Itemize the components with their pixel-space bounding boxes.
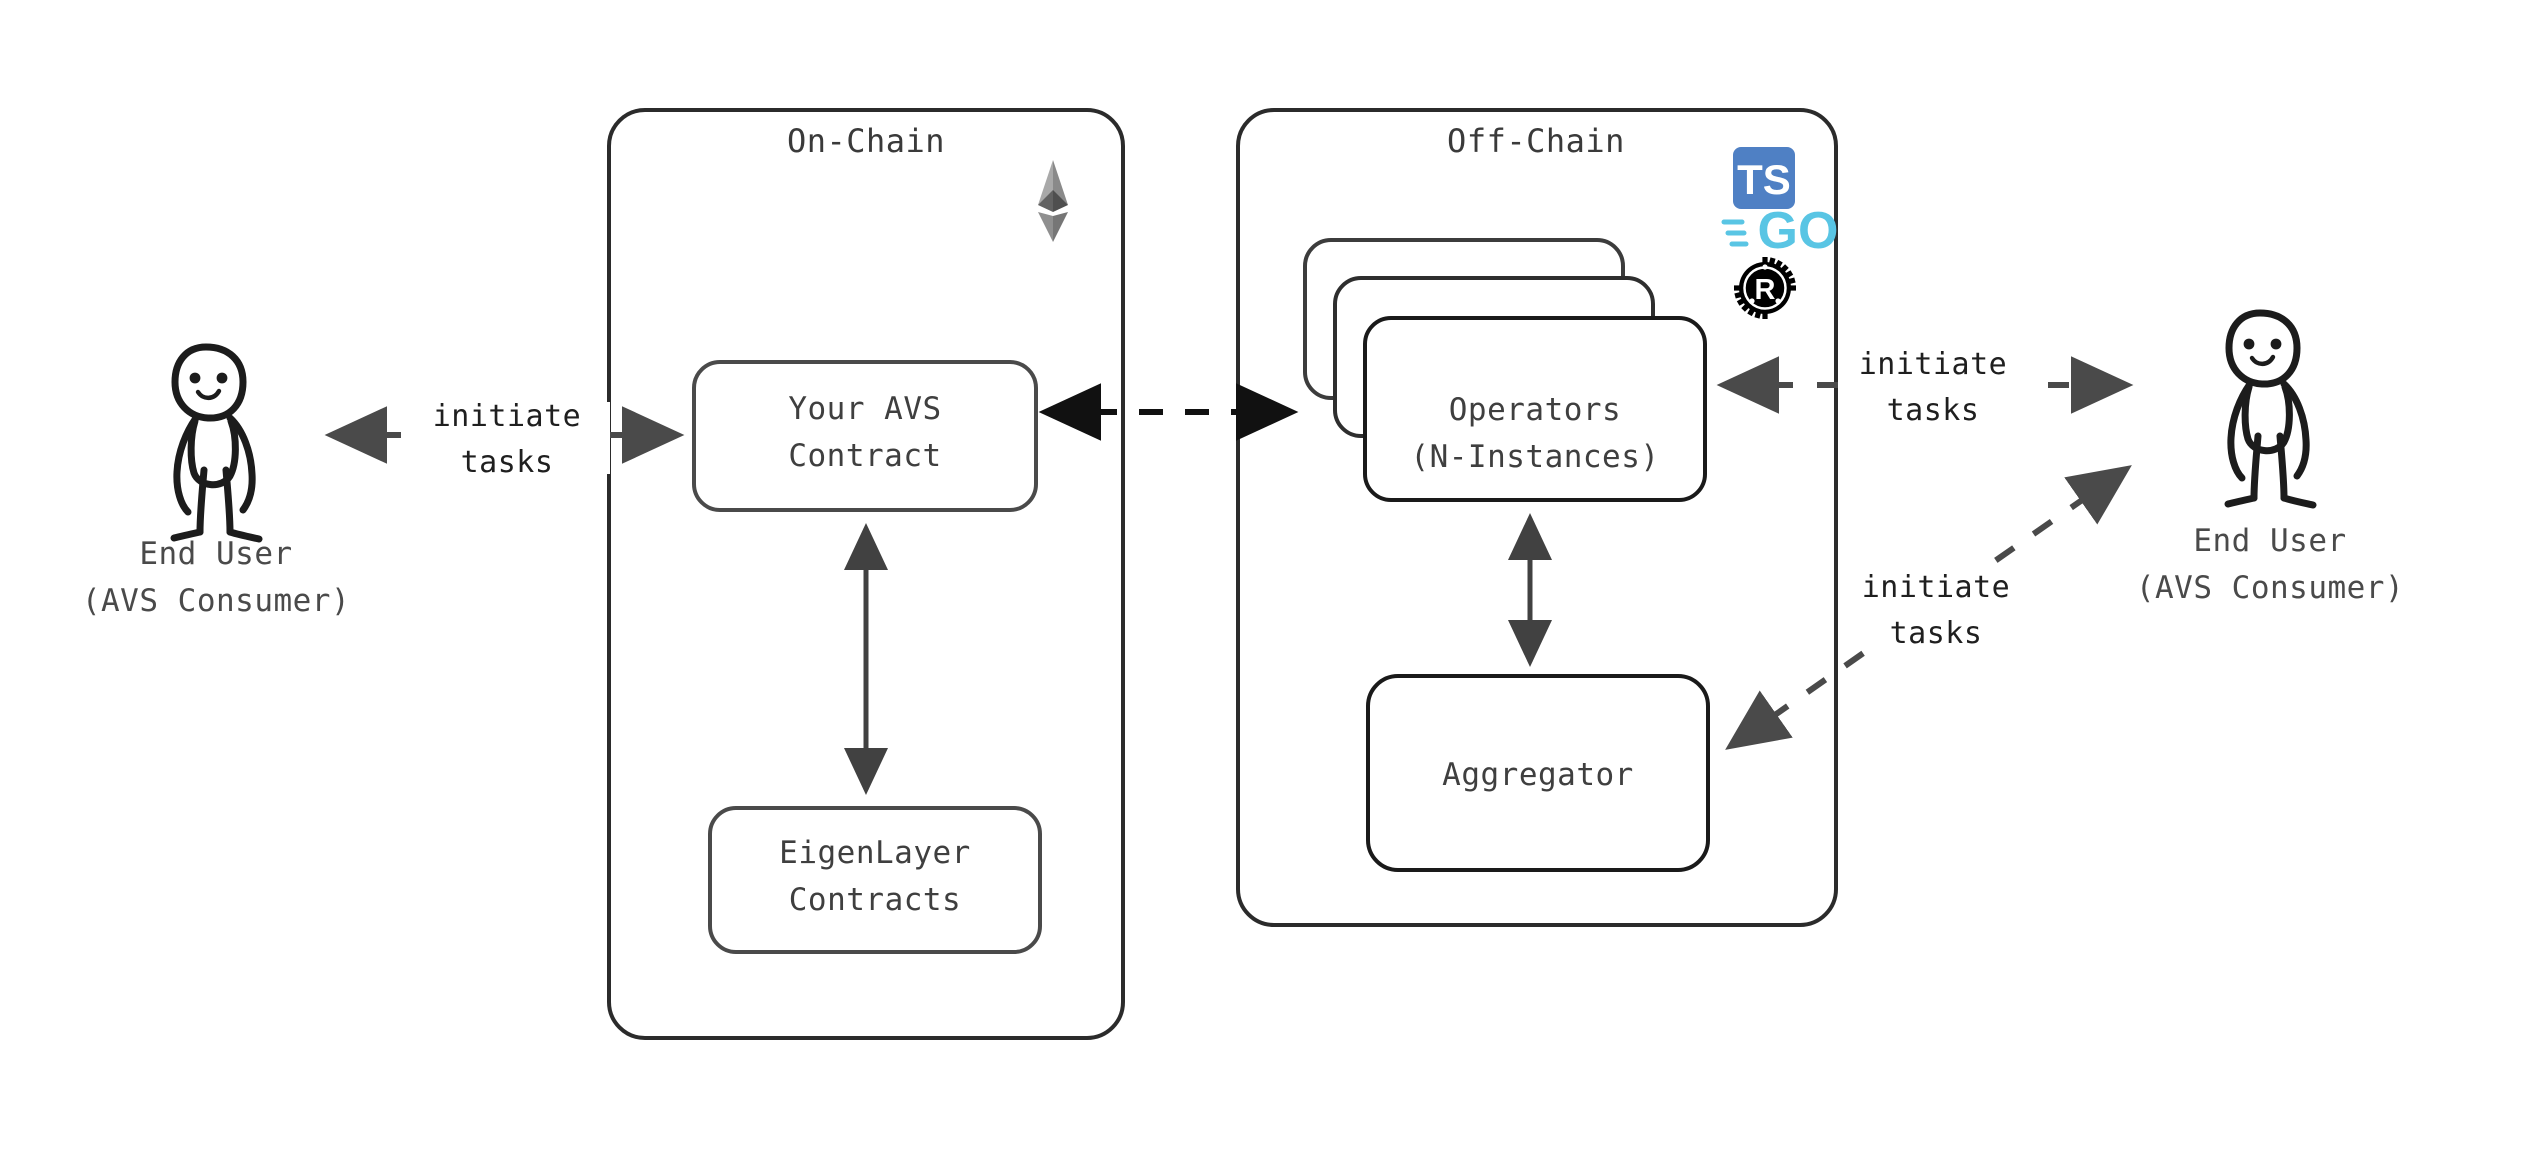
edge-aggregator-user-right-label-line2: tasks: [1890, 616, 1983, 651]
edge-operators-user-right-label-line1: initiate: [1859, 347, 2008, 382]
node-operators-stack-front: [1363, 316, 1707, 502]
node-eigenlayer-contracts[interactable]: EigenLayer Contracts: [708, 806, 1042, 954]
stick-figure-icon: [170, 343, 263, 543]
edge-user-left-avs: initiate tasks: [324, 399, 685, 480]
edge-operators-user-right: initiate tasks: [1716, 347, 2134, 428]
node-avs-contract-label-line2: Contract: [788, 438, 941, 474]
edge-user-left-avs-label-line2: tasks: [461, 445, 554, 480]
edge-aggregator-user-right: initiate tasks: [1725, 465, 2132, 750]
ethereum-icon: [1038, 160, 1068, 242]
node-operators-label-line2: (N-Instances): [1410, 439, 1659, 475]
actor-end-user-left-caption-line1: End User: [139, 536, 292, 572]
panel-off-chain-title: Off-Chain: [1447, 122, 1625, 160]
edge-label-backdrop: [1840, 565, 2052, 645]
actor-end-user-left[interactable]: End User (AVS Consumer): [82, 343, 350, 619]
actor-end-user-left-caption-line2: (AVS Consumer): [82, 583, 350, 619]
node-aggregator-label: Aggregator: [1442, 757, 1634, 793]
node-eigenlayer-contracts-box: [708, 806, 1042, 954]
svg-text:GO: GO: [1758, 202, 1839, 260]
node-eigenlayer-contracts-label-line2: Contracts: [789, 882, 961, 918]
edge-operators-user-right-label-line2: tasks: [1887, 393, 1980, 428]
svg-text:TS: TS: [1737, 156, 1791, 203]
panel-on-chain: On-Chain Your AVS Contract EigenLayer Co…: [607, 108, 1125, 1040]
node-aggregator[interactable]: Aggregator: [1366, 674, 1710, 872]
edge-label-backdrop: [405, 402, 610, 474]
node-avs-contract-label-line1: Your AVS: [788, 391, 941, 427]
actor-end-user-right-caption-line2: (AVS Consumer): [2136, 570, 2404, 606]
node-aggregator-box: [1366, 674, 1710, 872]
stick-figure-icon: [2224, 309, 2317, 509]
edge-aggregator-user-right-label-line1: initiate: [1862, 570, 2011, 605]
edge-user-left-avs-label-line1: initiate: [433, 399, 582, 434]
node-operators-label-line1: Operators: [1449, 392, 1621, 428]
node-avs-contract[interactable]: Your AVS Contract: [692, 360, 1038, 512]
node-operators[interactable]: Operators (N-Instances): [1303, 238, 1707, 502]
panel-off-chain: Off-Chain TS GO: [1236, 108, 1839, 927]
typescript-icon: TS: [1733, 147, 1795, 209]
panel-on-chain-title: On-Chain: [787, 122, 945, 160]
node-eigenlayer-contracts-label-line1: EigenLayer: [779, 835, 971, 871]
rust-icon: R: [1734, 257, 1796, 319]
actor-end-user-right-caption-line1: End User: [2193, 523, 2346, 559]
go-icon: GO: [1721, 202, 1839, 260]
edge-label-backdrop: [1838, 350, 2048, 424]
svg-text:R: R: [1755, 274, 1776, 306]
actor-end-user-right[interactable]: End User (AVS Consumer): [2136, 309, 2404, 606]
node-avs-contract-box: [692, 360, 1038, 512]
